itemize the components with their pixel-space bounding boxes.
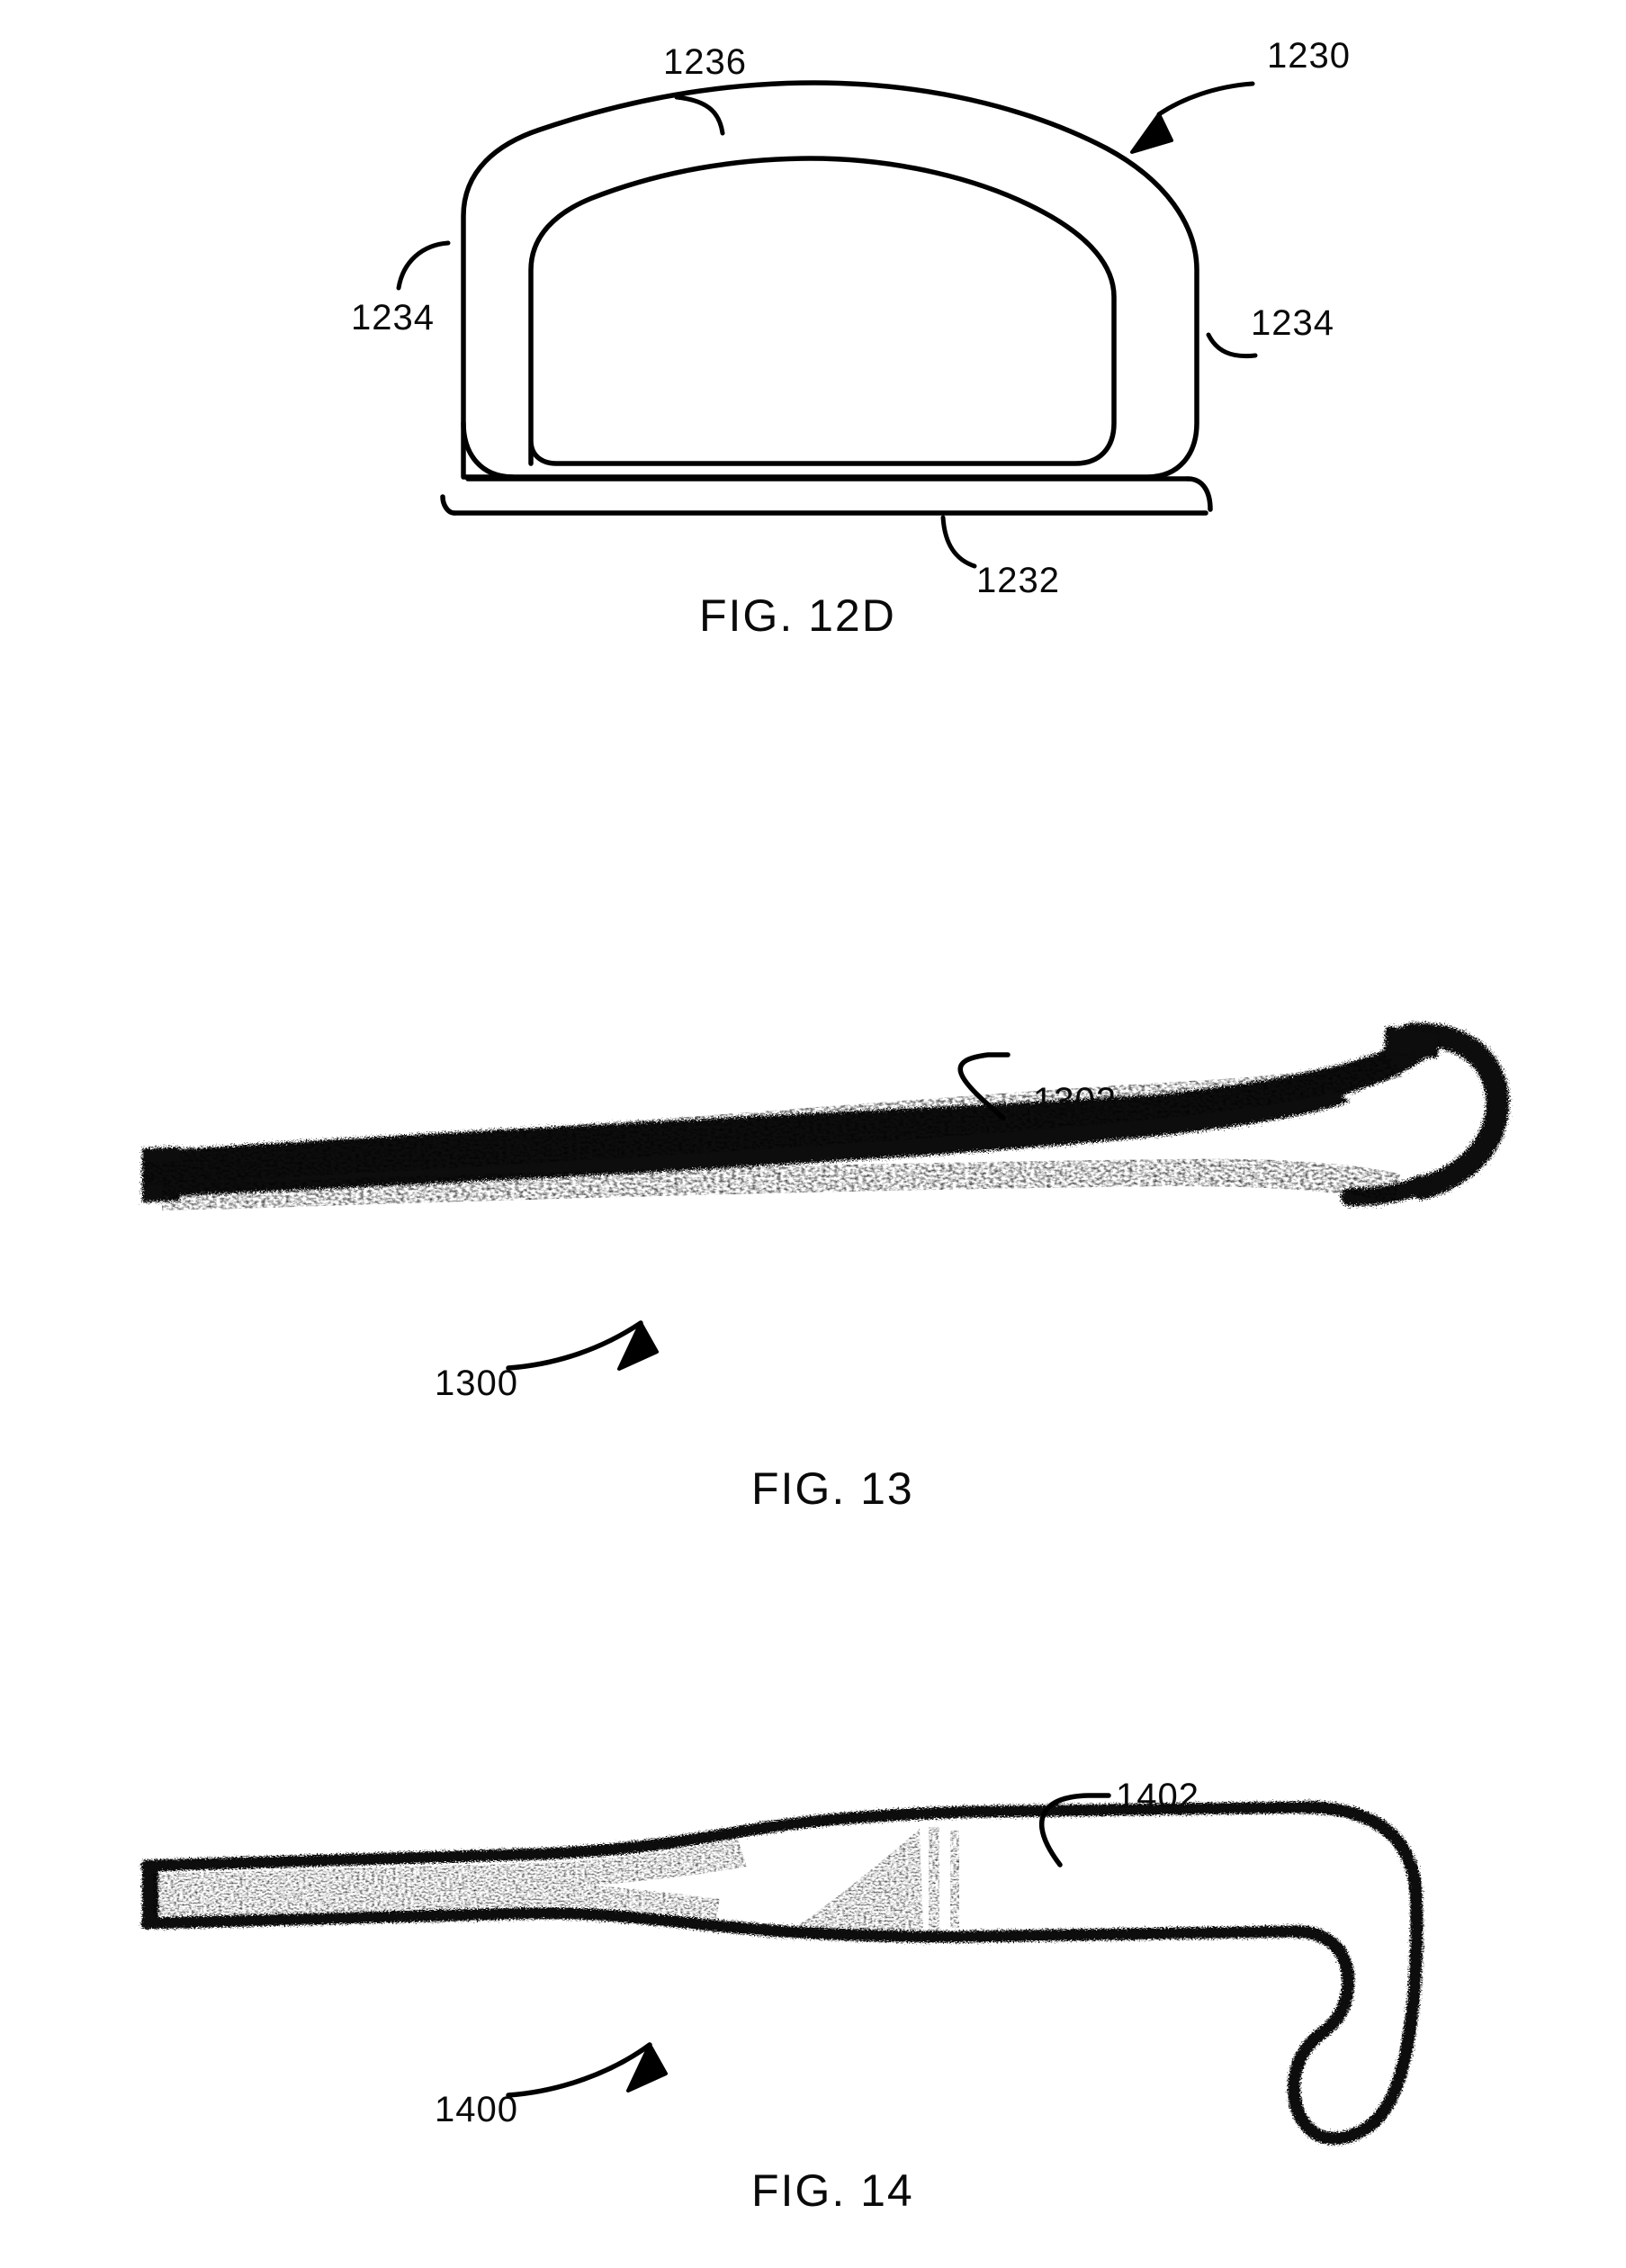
fig-13-caption: FIG. 13 bbox=[751, 1463, 914, 1514]
base-right-corner bbox=[1185, 476, 1213, 512]
fig13-texture-lower bbox=[162, 1158, 1400, 1210]
leader-1302 bbox=[957, 1052, 1011, 1120]
leader-1300 bbox=[506, 1320, 643, 1371]
leader-1232 bbox=[940, 515, 977, 569]
fig13-hook-stem bbox=[1341, 1175, 1429, 1206]
fig14-step-wedge bbox=[792, 1829, 923, 1930]
ref-label-1400: 1400 bbox=[435, 2090, 518, 2129]
leader-1402 bbox=[1039, 1793, 1111, 1868]
fig13-hook-inner-highlight bbox=[1435, 1048, 1486, 1115]
arrowhead-1300 bbox=[617, 1321, 659, 1371]
ref-label-1402: 1402 bbox=[1116, 1777, 1199, 1816]
arrowhead-1400 bbox=[626, 2043, 668, 2092]
fig14-step-hatch bbox=[929, 1827, 959, 1931]
arrowhead-1230 bbox=[1130, 112, 1173, 154]
base-left-corner bbox=[440, 494, 457, 516]
ref-label-1236: 1236 bbox=[663, 42, 747, 82]
outer-dome-left-corner bbox=[461, 420, 516, 480]
leader-1400 bbox=[506, 2042, 652, 2098]
inner-dome-outline bbox=[528, 156, 1117, 466]
fig14-texture-lower-band bbox=[153, 1884, 720, 1919]
ref-label-1300: 1300 bbox=[435, 1364, 518, 1403]
fig14-butt-cap bbox=[142, 1861, 158, 1928]
fig-12d-caption: FIG. 12D bbox=[699, 590, 896, 641]
fig-14-caption: FIG. 14 bbox=[751, 2165, 914, 2216]
outer-dome-outline bbox=[461, 80, 1199, 480]
fig13-texture-upper bbox=[144, 1051, 1404, 1186]
fig13-butt bbox=[142, 1147, 180, 1202]
leader-1230 bbox=[1156, 81, 1255, 117]
leader-1234-right bbox=[1206, 332, 1258, 359]
fig14-texture-band bbox=[153, 1840, 747, 1901]
ref-label-1234-left: 1234 bbox=[351, 298, 435, 338]
ref-label-1302: 1302 bbox=[1033, 1081, 1117, 1120]
fig13-hook-outer bbox=[1398, 1022, 1510, 1200]
fig13-texture-fringe bbox=[180, 1044, 1393, 1159]
fig14-hook-inner bbox=[1287, 1925, 1355, 2145]
ref-label-1230: 1230 bbox=[1267, 36, 1351, 76]
fig13-shaft-core bbox=[144, 1080, 1350, 1197]
fig14-hook-outer bbox=[1297, 1801, 1424, 2145]
leader-1236 bbox=[674, 94, 725, 136]
ref-label-1232: 1232 bbox=[976, 561, 1060, 600]
fig13-upper-spine bbox=[900, 1028, 1442, 1148]
ref-label-1234-right: 1234 bbox=[1251, 303, 1334, 343]
leader-1234-left bbox=[396, 240, 451, 291]
fig14-bottom-edge bbox=[140, 1907, 1302, 1943]
fig13-hook-tip bbox=[1384, 1026, 1440, 1058]
